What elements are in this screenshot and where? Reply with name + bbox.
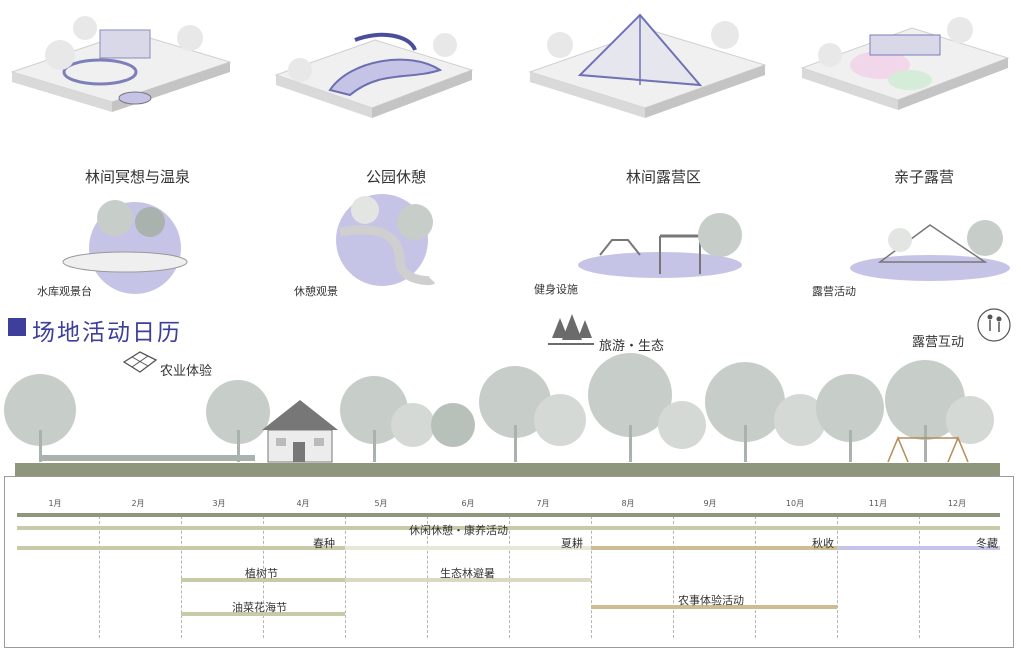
month-label: 2月 [131, 499, 145, 508]
farm-field-icon [122, 351, 158, 373]
bar-summer [345, 546, 591, 550]
month-divider [837, 516, 838, 638]
label-park-rest: 公园休憩 [366, 168, 427, 186]
forest-icon [548, 314, 594, 345]
event-winter: 冬藏 [976, 537, 998, 550]
vignette-fitness [578, 213, 742, 278]
platform-family-camping [800, 17, 1010, 110]
theme-tourism-ecology: 旅游・生态 [599, 339, 665, 354]
vignette-reservoir [62, 200, 188, 294]
bar-spring [17, 546, 345, 550]
vignette-camping-activity [850, 220, 1010, 281]
event-autumn: 秋收 [812, 537, 834, 550]
month-label: 6月 [461, 499, 475, 508]
month-divider [755, 516, 756, 638]
label-family-camping: 亲子露营 [894, 168, 955, 186]
label-reservoir: 水库观景台 [37, 285, 92, 298]
month-label: 9月 [703, 499, 717, 508]
month-divider [591, 516, 592, 638]
month-label: 12月 [947, 499, 967, 508]
platform-forest-camping [528, 13, 767, 118]
month-divider [99, 516, 100, 638]
swing-frame [887, 436, 969, 463]
label-fitness: 健身设施 [534, 283, 578, 296]
month-label: 10月 [785, 499, 805, 508]
label-camping-activity: 露营活动 [812, 285, 856, 298]
month-label: 5月 [374, 499, 388, 508]
label-rest-view: 休憩观景 [294, 285, 338, 298]
month-divider [919, 516, 920, 638]
month-label: 3月 [212, 499, 226, 508]
theme-agriculture: 农业体验 [160, 364, 213, 379]
month-label: 8月 [621, 499, 635, 508]
tree-row [4, 353, 994, 462]
bar-winter [837, 546, 1000, 550]
title-marker [8, 318, 26, 336]
event-farming: 农事体验活动 [678, 594, 744, 607]
month-label: 7月 [536, 499, 550, 508]
bar-forest-summer [345, 578, 591, 582]
month-divider [345, 516, 346, 638]
platform-park-rest [274, 32, 474, 118]
ground-strip [15, 463, 1000, 476]
label-forest-camping: 林间露营区 [626, 168, 702, 186]
event-forest-summer: 生态林避暑 [440, 567, 495, 580]
month-divider [427, 516, 428, 638]
event-summer: 夏耕 [561, 537, 583, 550]
month-label: 4月 [296, 499, 310, 508]
month-divider [181, 516, 182, 638]
theme-camping-interaction: 露营互动 [912, 335, 965, 350]
platform-meditation-hotspring [10, 16, 232, 112]
month-divider [263, 516, 264, 638]
bar-year-top [17, 513, 1000, 517]
bar-rapeseed [181, 612, 345, 616]
hiking-people-icon [977, 308, 1011, 342]
bar-leisure [17, 526, 1000, 530]
event-tree-festival: 植树节 [245, 567, 278, 580]
event-leisure: 休闲休憩・康养活动 [409, 524, 508, 537]
month-divider [509, 516, 510, 638]
bar-tree-festival [181, 578, 345, 582]
event-spring: 春种 [313, 537, 335, 550]
calendar-frame [4, 476, 1014, 648]
farmhouse [262, 400, 338, 463]
label-meditation-hotspring: 林间冥想与温泉 [85, 168, 191, 186]
month-label: 11月 [868, 499, 888, 508]
bar-farming [591, 605, 837, 609]
bar-autumn [591, 546, 837, 550]
event-rapeseed: 油菜花海节 [232, 601, 287, 614]
month-divider [673, 516, 674, 638]
vignette-rest-view [336, 194, 436, 286]
section-title: 场地活动日历 [32, 320, 182, 346]
month-label: 1月 [48, 499, 62, 508]
